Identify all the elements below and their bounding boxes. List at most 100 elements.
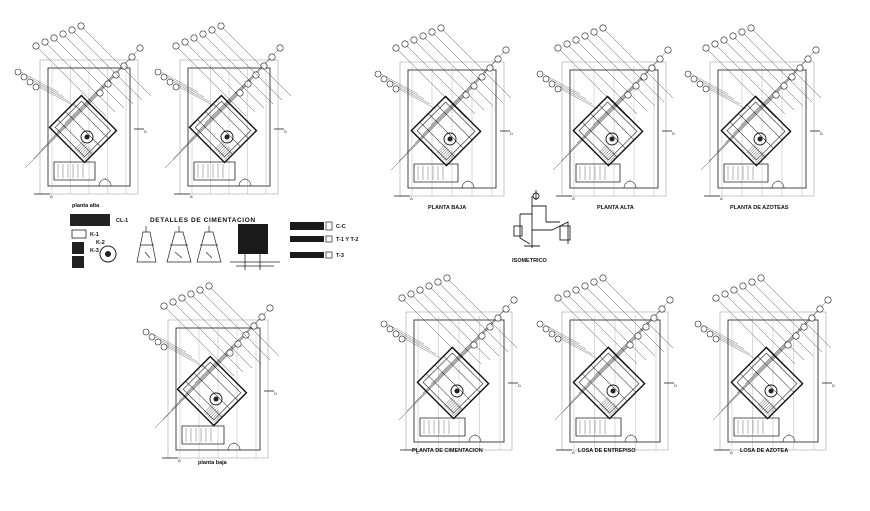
grid-axis-bubble (128, 53, 136, 61)
grid-axis-bubble (563, 40, 571, 48)
grid-axis-bubble (478, 73, 486, 81)
grid-axis-bubble (148, 333, 156, 341)
grid-axis-bubble (486, 64, 494, 72)
grid-axis-bubble (650, 314, 658, 322)
grid-axis-bubble (542, 325, 550, 333)
grid-axis-bubble (250, 322, 258, 330)
grid-axis-bubble (59, 30, 67, 38)
column-section-cl1 (70, 214, 110, 226)
round-column-detail (99, 245, 117, 263)
sheet-title: PLANTA DE CIMENTACION (412, 448, 483, 454)
axis-mark-a: A' (190, 194, 194, 199)
grid-axis-bubble (784, 341, 792, 349)
grid-axis-bubble (738, 28, 746, 36)
grid-axis-bubble (276, 44, 284, 52)
axis-mark-d: D (274, 391, 277, 396)
grid-axis-bubble (748, 278, 756, 286)
grid-axis-bubble (690, 75, 698, 83)
grid-axis-bubble (428, 28, 436, 36)
column-label-k1: K-1 (90, 232, 99, 238)
grid-axis-bubble (648, 64, 656, 72)
grid-axis-bubble (443, 274, 451, 282)
column-section-k3 (72, 256, 84, 268)
grid-axis-bubble (386, 80, 394, 88)
grid-axis-bubble (494, 314, 502, 322)
grid-axis-bubble (664, 46, 672, 54)
grid-axis-bubble (470, 341, 478, 349)
section-t3-bar (290, 252, 324, 258)
sheet-title: LOSA DE AZOTEA (740, 448, 788, 454)
grid-axis-bubble (268, 53, 276, 61)
axis-mark-d: D (284, 129, 287, 134)
grid-axis-bubble (599, 274, 607, 282)
section-label-c-c: C-C (336, 224, 346, 230)
circular-room (606, 384, 620, 398)
grid-axis-bubble (410, 36, 418, 44)
grid-axis-bubble (258, 313, 266, 321)
grid-axis-bubble (590, 28, 598, 36)
grid-axis-bubble (166, 78, 174, 86)
grid-axis-bubble (401, 40, 409, 48)
grid-axis-bubble (50, 34, 58, 42)
grid-axis-bubble (706, 330, 714, 338)
grid-axis-bubble (642, 323, 650, 331)
grid-axis-bubble (478, 332, 486, 340)
sheet-title: planta alta (72, 203, 100, 209)
grid-axis-bubble (720, 36, 728, 44)
grid-axis-bubble (808, 314, 816, 322)
isometric-label: ISOMETRICO (512, 258, 548, 264)
section-label-t1-t2: T-1 Y T-2 (336, 237, 358, 243)
grid-axis-bubble (77, 22, 85, 30)
grid-axis-bubble (804, 55, 812, 63)
grid-axis-bubble (502, 305, 510, 313)
grid-axis-bubble (780, 82, 788, 90)
grid-axis-bubble (581, 32, 589, 40)
grid-axis-bubble (20, 73, 28, 81)
grid-axis-bubble (398, 335, 406, 343)
sheet-title: LOSA DE ENTREPISO (578, 448, 636, 454)
grid-axis-bubble (96, 89, 104, 97)
grid-axis-bubble (260, 62, 268, 70)
grid-axis-bubble (554, 294, 562, 302)
grid-axis-bubble (788, 73, 796, 81)
grid-axis-bubble (792, 332, 800, 340)
grid-axis-bubble (816, 305, 824, 313)
circular-room (450, 384, 464, 398)
footing-plan-detail (238, 224, 268, 254)
grid-axis-bubble (392, 85, 400, 93)
grid-axis-bubble (154, 68, 162, 76)
grid-axis-bubble (712, 335, 720, 343)
grid-axis-bubble (581, 282, 589, 290)
grid-axis-bubble (548, 330, 556, 338)
grid-axis-bubble (800, 323, 808, 331)
grid-axis-bubble (700, 325, 708, 333)
sheet-title: PLANTA DE AZOTEAS (730, 205, 789, 211)
foundation-details: DETALLES DE CIMENTACION CL-1 K-1 K-2 K-3… (70, 214, 358, 270)
grid-axis-bubble (172, 83, 180, 91)
grid-axis-bubble (416, 286, 424, 294)
round-column-core (105, 251, 111, 257)
grid-axis-bubble (729, 32, 737, 40)
grid-axis-bubble (120, 62, 128, 70)
sheet-title: PLANTA BAJA (428, 205, 466, 211)
circular-room (220, 130, 234, 144)
grid-axis-bubble (392, 330, 400, 338)
grid-axis-bubble (199, 30, 207, 38)
grid-axis-bubble (234, 340, 242, 348)
grid-axis-bubble (252, 71, 260, 79)
circular-room (605, 132, 619, 146)
grid-axis-bubble (136, 44, 144, 52)
grid-axis-bubble (721, 290, 729, 298)
column-section-k1 (71, 229, 87, 239)
circular-room (753, 132, 767, 146)
grid-axis-bubble (536, 320, 544, 328)
grid-axis-bubble (392, 44, 400, 52)
grid-axis-bubble (32, 42, 40, 50)
grid-axis-bubble (386, 325, 394, 333)
grid-axis-bubble (236, 89, 244, 97)
beam-section-detail (230, 254, 280, 270)
isometric-diagram: ISOMETRICO (512, 190, 571, 264)
grid-axis-bubble (244, 80, 252, 88)
